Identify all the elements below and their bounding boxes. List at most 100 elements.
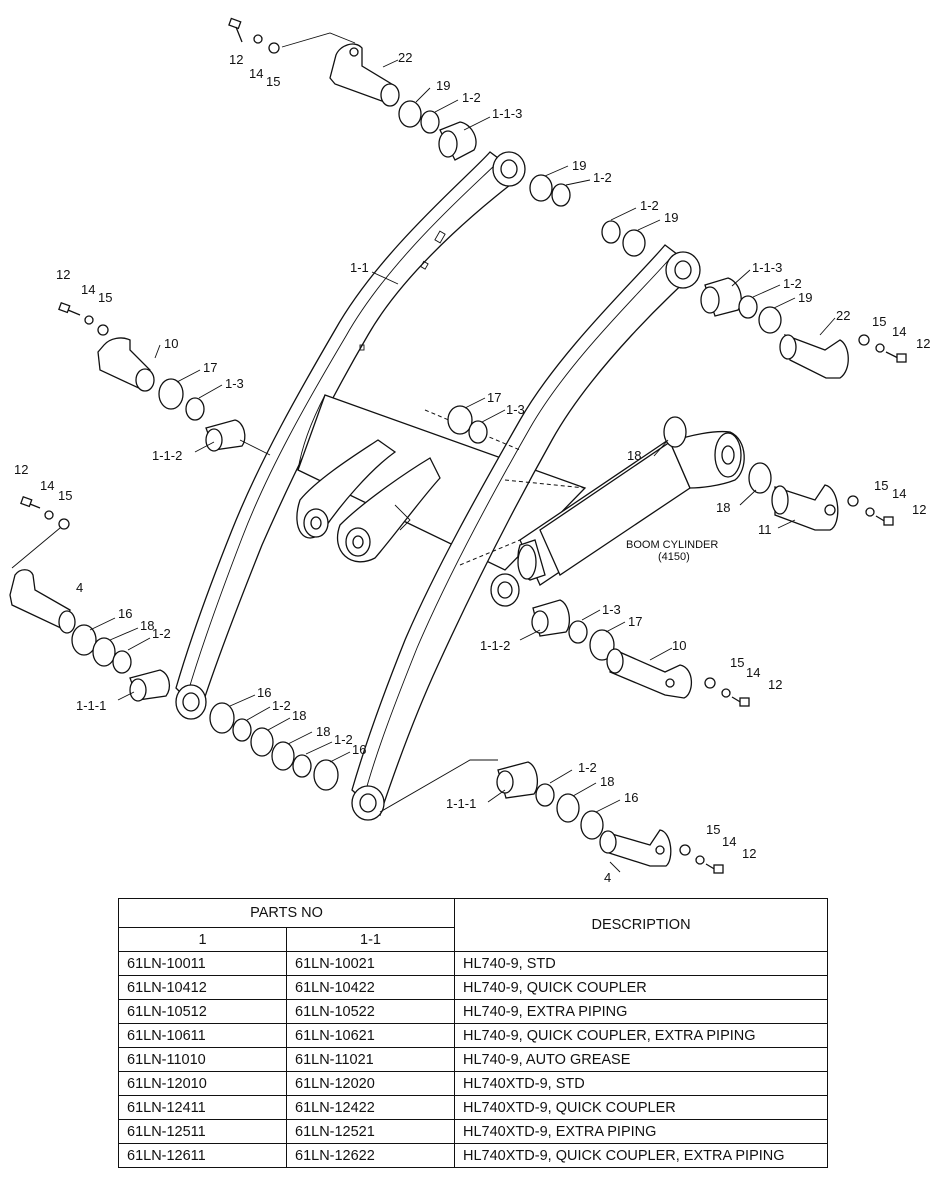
- callout: 14: [249, 66, 263, 81]
- leader-lines: [89, 59, 836, 873]
- callout: 19: [572, 158, 586, 173]
- part-no-1-1: 61LN-12422: [285, 1095, 456, 1120]
- washers-top: [398, 100, 646, 257]
- boom-cylinder-label: BOOM CYLINDER: [626, 539, 718, 551]
- part-no-1: 61LN-12010: [118, 1071, 287, 1096]
- part-no-1-1: 61LN-11021: [285, 1047, 456, 1072]
- table-subheader-row: 1 1-1: [118, 927, 828, 952]
- callout: 1-2: [578, 760, 597, 775]
- callout: 17: [487, 390, 501, 405]
- washers-mid: [447, 405, 772, 494]
- callout: 1-3: [506, 402, 525, 417]
- callout: 18: [600, 774, 614, 789]
- callout: 22: [836, 308, 850, 323]
- pin-lower-left-4: [9, 495, 171, 702]
- description: HL740-9, AUTO GREASE: [454, 1047, 829, 1072]
- callout: 15: [58, 488, 72, 503]
- callout: 18: [716, 500, 730, 515]
- callout: 12: [56, 267, 70, 282]
- description: HL740XTD-9, EXTRA PIPING: [454, 1119, 829, 1144]
- description: HL740XTD-9, QUICK COUPLER, EXTRA PIPING: [454, 1143, 829, 1168]
- callout: 1-1-3: [492, 106, 522, 121]
- description: HL740-9, STD: [454, 951, 829, 976]
- pin-cyl-11: [771, 484, 894, 531]
- callout: 1-3: [602, 602, 621, 617]
- part-no-1-1: 61LN-12521: [285, 1119, 456, 1144]
- pin-top-22: [329, 43, 400, 107]
- callout: 1-1-1: [446, 796, 476, 811]
- callout: 15: [730, 655, 744, 670]
- callout: 18: [292, 708, 306, 723]
- callout: 12: [742, 846, 756, 861]
- callout: 10: [164, 336, 178, 351]
- boom-cylinder: [424, 409, 745, 586]
- callout: 17: [203, 360, 217, 375]
- table-header-row: PARTS NO DESCRIPTION: [117, 898, 829, 952]
- pin-bottom-right-4: [379, 759, 724, 874]
- part-no-1: 61LN-12511: [118, 1119, 287, 1144]
- header-description: DESCRIPTION: [454, 898, 829, 952]
- header-parts-no: PARTS NO: [117, 898, 456, 928]
- callout: 1-1-2: [480, 638, 510, 653]
- callout: 4: [604, 870, 611, 885]
- callout: 19: [436, 78, 450, 93]
- callout: 12: [768, 677, 782, 692]
- part-no-1-1: 61LN-10021: [285, 951, 456, 976]
- callout: 1-2: [334, 732, 353, 747]
- callout: 22: [398, 50, 412, 65]
- callout: 1-1-1: [76, 698, 106, 713]
- part-no-1-1: 61LN-10522: [285, 999, 456, 1024]
- callout: 11: [758, 522, 772, 537]
- callout: 15: [98, 290, 112, 305]
- callout: 12: [916, 336, 930, 351]
- part-no-1: 61LN-10611: [118, 1023, 287, 1048]
- pin-right-10: [531, 599, 750, 707]
- callout: 16: [257, 685, 271, 700]
- callout: 1-2: [640, 198, 659, 213]
- callout: 18: [627, 448, 641, 463]
- callout: 14: [746, 665, 760, 680]
- callout: 12: [14, 462, 28, 477]
- callout: 1-2: [783, 276, 802, 291]
- callout: 1-2: [272, 698, 291, 713]
- part-no-1: 61LN-10011: [118, 951, 287, 976]
- callout: 1-2: [152, 626, 171, 641]
- callout: 15: [874, 478, 888, 493]
- part-no-1: 61LN-10512: [118, 999, 287, 1024]
- description: HL740XTD-9, STD: [454, 1071, 829, 1096]
- callout: 17: [628, 614, 642, 629]
- description: HL740XTD-9, QUICK COUPLER: [454, 1095, 829, 1120]
- callout: 12: [912, 502, 926, 517]
- part-no-1-1: 61LN-12020: [285, 1071, 456, 1096]
- exploded-parts-diagram: 12 14 15 22 19 1-2 1-1-3 19 1-2 1-2 19 1…: [9, 17, 930, 885]
- description: HL740-9, QUICK COUPLER: [454, 975, 829, 1000]
- left-boom-arm: [175, 151, 526, 720]
- part-no-1-1: 61LN-12622: [285, 1143, 456, 1168]
- callout: 18: [316, 724, 330, 739]
- bolt-top: [228, 17, 356, 54]
- callout: 1-1: [350, 260, 369, 275]
- callout: 14: [81, 282, 95, 297]
- washers-bottom: [209, 702, 339, 791]
- callout: 1-1-2: [152, 448, 182, 463]
- boom-cylinder-code: (4150): [658, 551, 690, 563]
- callout: 19: [664, 210, 678, 225]
- callout: 14: [722, 834, 736, 849]
- part-no-1: 61LN-11010: [118, 1047, 287, 1072]
- callout: 14: [892, 486, 906, 501]
- header-col-1: 1: [118, 927, 287, 952]
- callout: 16: [352, 742, 366, 757]
- part-no-1: 61LN-12611: [118, 1143, 287, 1168]
- callout: 19: [798, 290, 812, 305]
- right-boom-arm: [351, 244, 701, 821]
